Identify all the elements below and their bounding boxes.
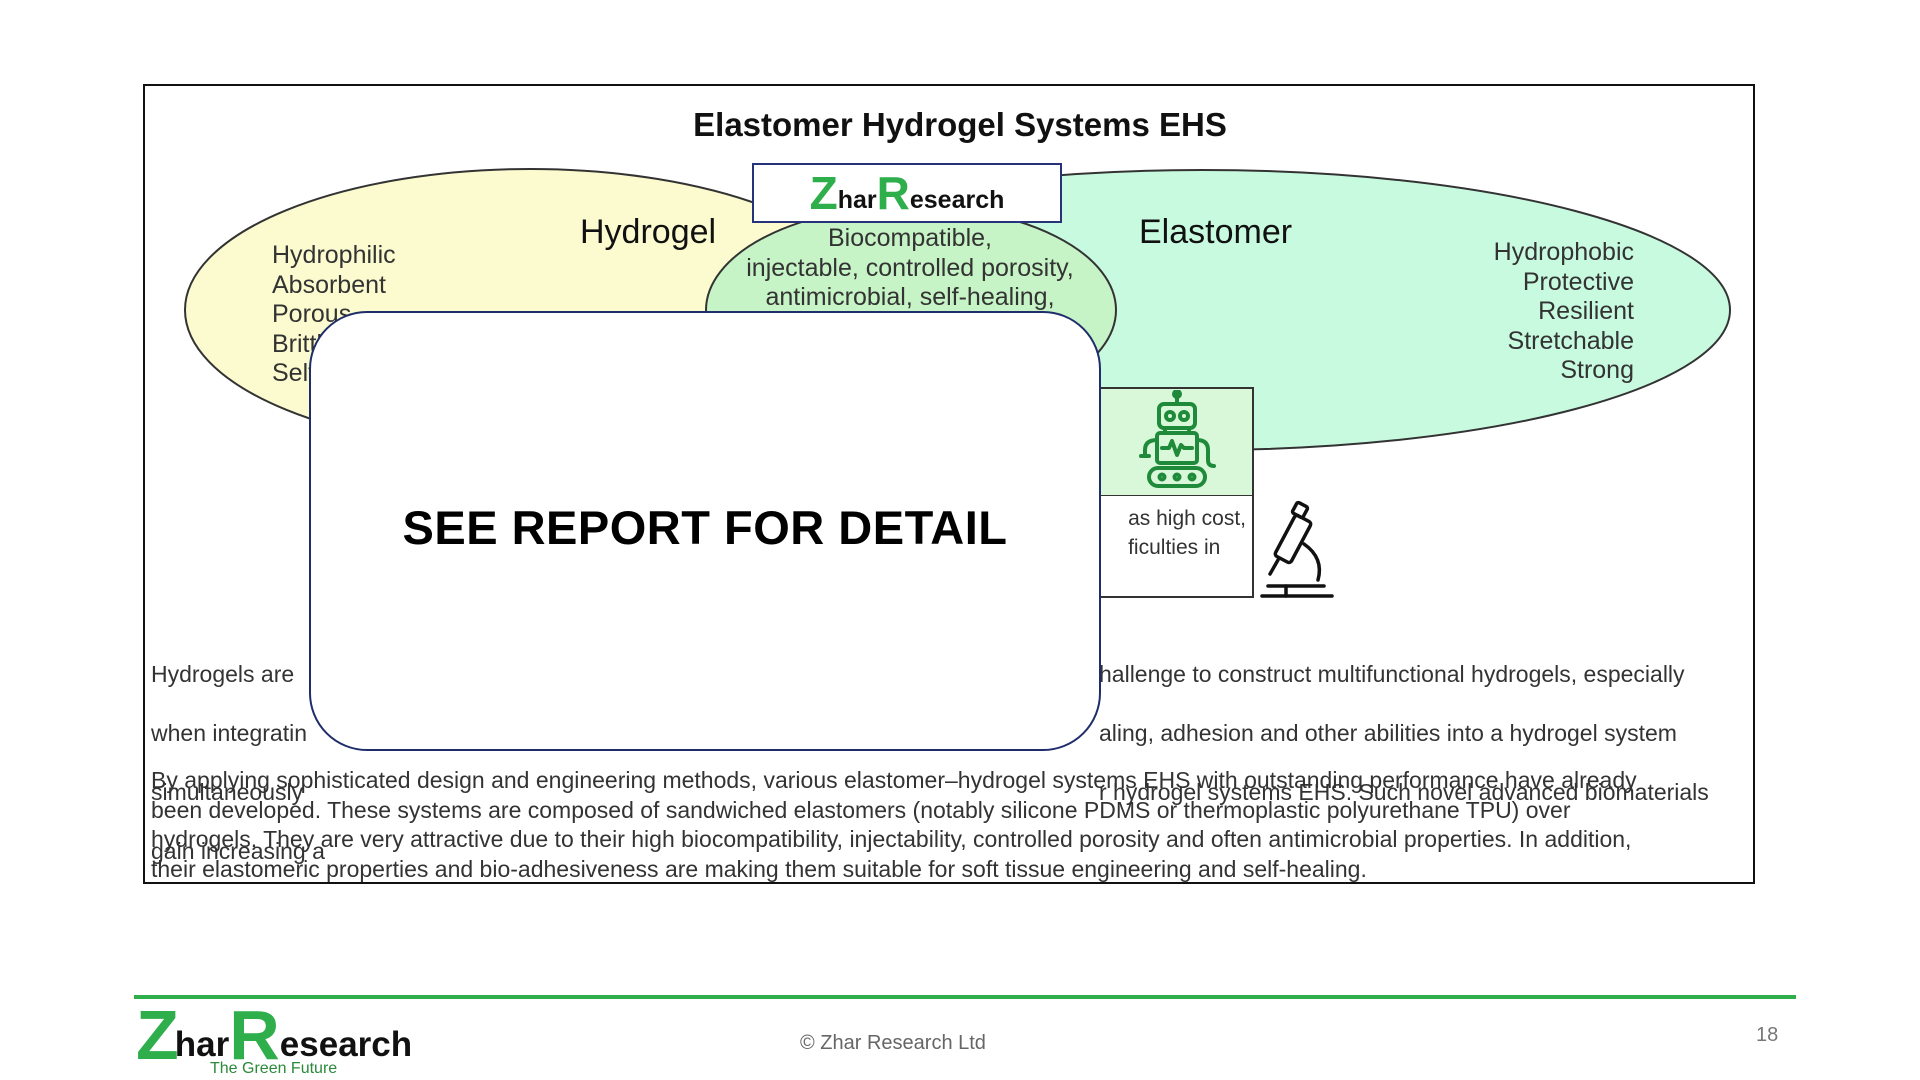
microscope-icon [1260,500,1334,598]
logo-initial: Z [809,167,838,219]
elastomer-property: Resilient [1538,297,1634,325]
robot-icon-box [1099,387,1254,497]
paragraph-line: aling, adhesion and other abilities into… [1099,719,1677,746]
logo-text: har [837,186,877,214]
side-note-box: as high cost, ficulties in [1099,496,1254,598]
logo-text: esearch [279,1025,413,1064]
overlap-properties: Biocompatible, injectable, controlled po… [740,224,1080,313]
paragraph-line: Hydrogels are [151,660,295,687]
side-note-line: ficulties in [1128,536,1221,559]
paragraph-line: gain increasing a [151,837,325,864]
overlap-line: injectable, controlled porosity, [746,253,1074,282]
paragraph-2: By applying sophisticated design and eng… [151,767,1637,882]
paragraph-line: when integratin [151,719,307,746]
paragraph-1-right: hallenge to construct multifunctional hy… [1099,630,1759,837]
robot-icon [1138,390,1216,488]
elastomer-property: Stretchable [1507,326,1634,355]
brand-tagline: The Green Future [210,1060,338,1077]
elastomer-property: Strong [1560,356,1634,384]
brand-logo-box: Z har R esearch [752,163,1062,223]
logo-text: har [174,1025,230,1064]
side-note-text: as high cost, ficulties in [1128,504,1246,562]
hydrogel-title: Hydrogel [580,213,717,251]
logo-initial: Z [136,996,179,1074]
side-note-line: as high cost, [1128,507,1246,530]
overlap-line: Biocompatible, [828,224,992,252]
hydrogel-property: Absorbent [272,270,386,299]
footer-logo-mark: Z har R esearch [136,996,413,1074]
see-report-overlay: SEE REPORT FOR DETAIL [309,311,1101,751]
page-number: 18 [1756,1024,1779,1046]
hydrogel-property: Self [272,359,316,387]
see-report-text: SEE REPORT FOR DETAIL [402,500,1008,554]
paragraph-line: hallenge to construct multifunctional hy… [1099,660,1685,687]
hydrogel-properties: Hydrophilic Absorbent Porous Brittl Self [272,241,396,389]
paragraph-1: Hydrogels are when integratin simultaneo… [151,630,1751,896]
elastomer-property: Protective [1522,267,1634,296]
logo-initial: R [876,167,910,219]
overlap-line: antimicrobial, self-healing, [765,283,1055,311]
elastomer-properties: Hydrophobic Protective Resilient Stretch… [1450,238,1634,386]
paragraph-line: r hydrogel systems EHS. Such novel advan… [1099,778,1709,805]
elastomer-property: Hydrophobic [1493,238,1634,266]
paragraph-line: simultaneously [151,778,304,805]
logo-initial: R [229,996,280,1074]
copyright: © Zhar Research Ltd [800,1032,986,1054]
brand-logo: Z har R esearch [809,167,1005,219]
elastomer-title: Elastomer [1139,213,1293,251]
slide-title: Elastomer Hydrogel Systems EHS [693,106,1227,143]
logo-text: esearch [909,186,1005,214]
footer-logo: Z har R esearch [136,996,413,1074]
footer-divider [134,995,1796,999]
hydrogel-property: Hydrophilic [272,241,396,269]
